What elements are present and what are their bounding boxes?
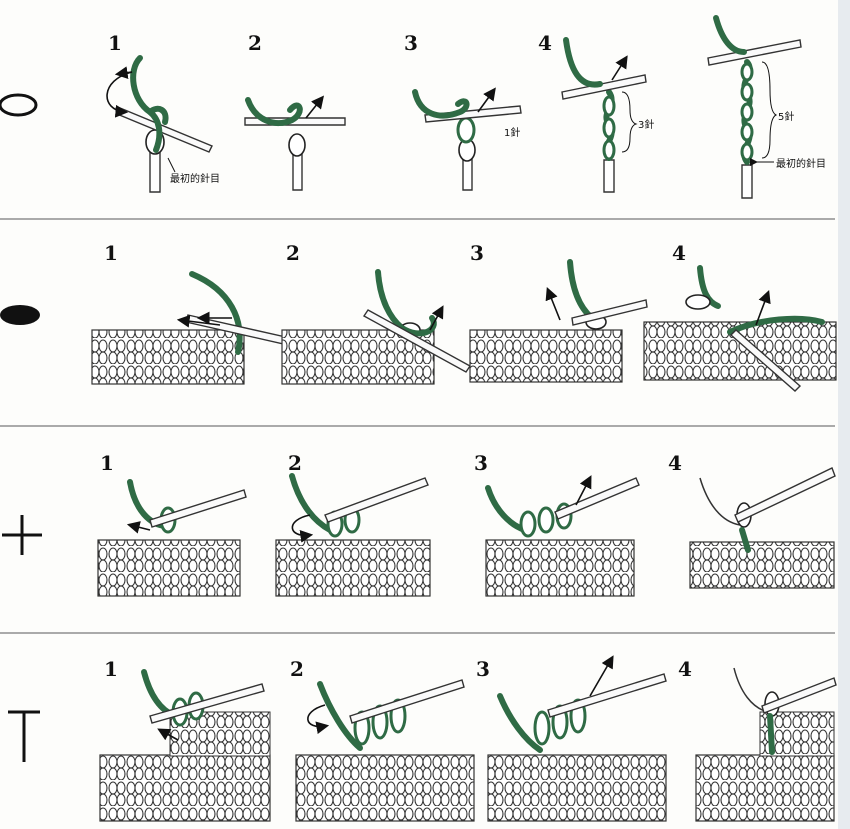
- hdc-step-1-illustration: [99, 669, 271, 822]
- single-crochet-symbol-icon: [2, 515, 42, 555]
- step-number: 4: [678, 657, 692, 681]
- sc-step-1-illustration: [97, 479, 247, 597]
- chain-symbol-icon: [0, 93, 38, 117]
- slip-step-4-illustration: [643, 265, 837, 392]
- chain-step-3-illustration: 1針: [412, 87, 522, 191]
- half-double-crochet-symbol-icon: [8, 710, 40, 762]
- step-number: 2: [290, 657, 304, 681]
- step-number: 4: [538, 31, 552, 55]
- sc-step-2-illustration: [275, 473, 431, 597]
- hdc-step-2-illustration: [295, 679, 475, 822]
- page-edge: [838, 0, 850, 829]
- slip-step-2-illustration: [281, 269, 472, 385]
- slip-step-1-illustration: [91, 271, 291, 385]
- step-number: 2: [288, 451, 302, 475]
- step-number: 1: [104, 657, 118, 681]
- label-first-stitch: 最初的針目: [170, 172, 220, 185]
- chain-step-1-illustration: 最初的針目: [106, 55, 220, 193]
- sc-step-3-illustration: [485, 475, 640, 597]
- step-number: 4: [668, 451, 682, 475]
- step-number: 4: [672, 241, 686, 265]
- row-slip-stitch: 1 2 3 4: [91, 241, 837, 392]
- step-number: 3: [476, 657, 490, 681]
- chain-step-5-illustration: 5針 最初的針目: [707, 15, 826, 199]
- row-half-double-crochet: 1 2 3 4: [99, 655, 837, 822]
- label-one-stitch: 1針: [504, 126, 520, 139]
- chain-step-2-illustration: [244, 95, 346, 191]
- sc-step-4-illustration: [689, 467, 836, 589]
- hdc-step-4-illustration: [695, 667, 837, 822]
- label-three-stitches: 3針: [638, 118, 654, 131]
- row-chain: 1 2 3 4 最初的針目: [106, 15, 826, 199]
- row-single-crochet: 1 2 3 4: [97, 451, 836, 597]
- hdc-step-3-illustration: [487, 655, 667, 822]
- label-five-stitches: 5針: [778, 110, 794, 123]
- chain-step-4-illustration: 3針: [561, 37, 654, 193]
- step-number: 2: [248, 31, 262, 55]
- step-number: 1: [108, 31, 122, 55]
- step-number: 3: [470, 241, 484, 265]
- step-number: 3: [404, 31, 418, 55]
- slip-stitch-symbol-icon: [0, 305, 40, 325]
- slip-step-3-illustration: [469, 259, 648, 383]
- step-number: 1: [104, 241, 118, 265]
- step-number: 2: [286, 241, 300, 265]
- step-number: 1: [100, 451, 114, 475]
- step-number: 3: [474, 451, 488, 475]
- label-first-stitch-5: 最初的針目: [776, 157, 826, 170]
